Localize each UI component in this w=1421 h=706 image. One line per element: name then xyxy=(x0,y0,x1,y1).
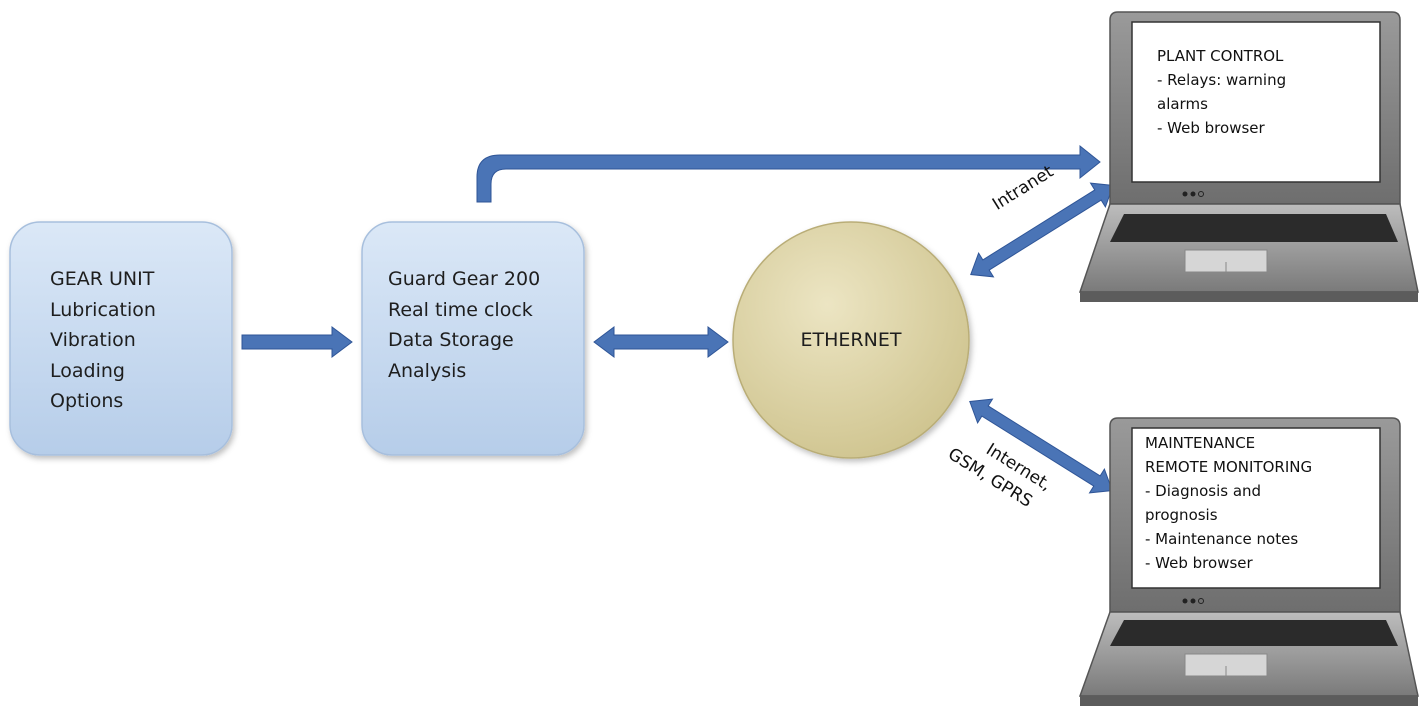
guard-gear-label: Guard Gear 200 Real time clock Data Stor… xyxy=(388,264,540,386)
guard-gear-line: Guard Gear 200 xyxy=(388,268,541,290)
plant-control-laptop xyxy=(1078,11,1419,302)
ethernet-node xyxy=(732,221,970,459)
gear-unit-line: Options xyxy=(50,390,124,412)
guard-gear-box xyxy=(361,221,585,456)
ethernet-label: ETHERNET xyxy=(800,329,902,351)
guard-gear-line: Data Storage xyxy=(388,329,514,351)
gear-unit-line: Lubrication xyxy=(50,298,156,321)
maintenance-laptop xyxy=(1078,417,1419,706)
maintenance-line: - Web browser xyxy=(1145,554,1253,572)
gear-unit-line: Loading xyxy=(50,359,125,382)
arrow-gear-to-guard xyxy=(241,326,353,358)
maintenance-line: MAINTENANCE xyxy=(1145,434,1256,452)
maintenance-line: - Diagnosis and xyxy=(1145,482,1262,500)
gear-unit-line: Vibration xyxy=(50,329,136,351)
arrow-guard-to-plant-control xyxy=(476,144,1101,203)
guard-gear-line: Analysis xyxy=(388,359,467,382)
maintenance-screen: MAINTENANCE REMOTE MONITORING - Diagnosi… xyxy=(1145,431,1312,575)
maintenance-line: prognosis xyxy=(1145,506,1218,524)
arrow-guard-ethernet xyxy=(593,326,729,358)
plant-control-screen: PLANT CONTROL - Relays: warning alarms -… xyxy=(1157,44,1286,140)
plant-control-line: - Relays: warning xyxy=(1157,71,1287,89)
plant-control-line: alarms xyxy=(1157,95,1208,113)
plant-control-line: PLANT CONTROL xyxy=(1157,47,1284,65)
maintenance-line: REMOTE MONITORING xyxy=(1145,458,1313,476)
gear-unit-label: GEAR UNIT Lubrication Vibration Loading … xyxy=(50,264,156,417)
gear-unit-line: GEAR UNIT xyxy=(50,268,155,290)
guard-gear-line: Real time clock xyxy=(388,298,533,321)
gear-unit-box xyxy=(9,221,233,456)
plant-control-line: - Web browser xyxy=(1157,119,1265,137)
maintenance-line: - Maintenance notes xyxy=(1145,530,1299,548)
